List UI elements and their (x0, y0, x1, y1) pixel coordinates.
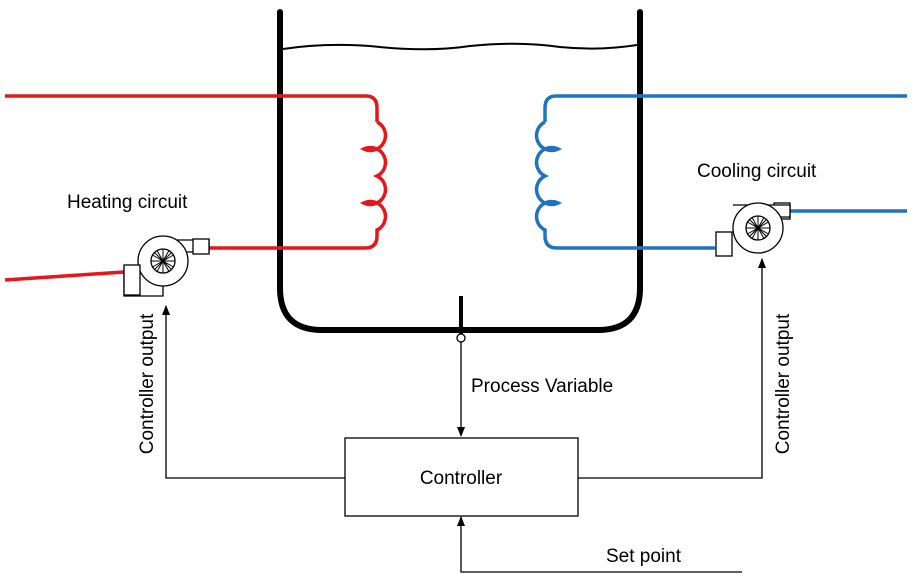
heating-circuit-label: Heating circuit (67, 192, 188, 213)
tank-liquid-level (282, 42, 638, 51)
cooling-coil (534, 120, 715, 250)
controller-box[interactable] (344, 437, 579, 517)
controller-output-line-right (578, 258, 766, 479)
controller-output-label-left: Controller output (137, 313, 158, 454)
heating-pipe-supply (5, 94, 379, 122)
tank-vessel (277, 9, 643, 333)
heating-circuit: Heating circuit (4, 94, 388, 297)
heating-pump-icon[interactable] (123, 235, 210, 297)
cooling-circuit-label: Cooling circuit (697, 161, 817, 182)
heating-pipe-return (4, 270, 125, 282)
controller-output-label-right: Controller output (773, 313, 794, 454)
controller-output-line-left (162, 305, 345, 479)
cooling-pipe-supply (543, 94, 907, 122)
cooling-pump-icon[interactable] (715, 202, 791, 257)
process-variable-label: Process Variable (471, 376, 613, 397)
sensor-node (456, 333, 466, 343)
set-point-line (457, 516, 742, 573)
tank (277, 9, 643, 343)
set-point-label: Set point (606, 546, 682, 567)
heating-coil (209, 120, 388, 250)
signal-lines (162, 258, 766, 573)
controller-label: Controller (420, 468, 503, 489)
cooling-circuit: Cooling circuit (534, 94, 907, 257)
controller-block[interactable]: Controller (344, 437, 579, 517)
